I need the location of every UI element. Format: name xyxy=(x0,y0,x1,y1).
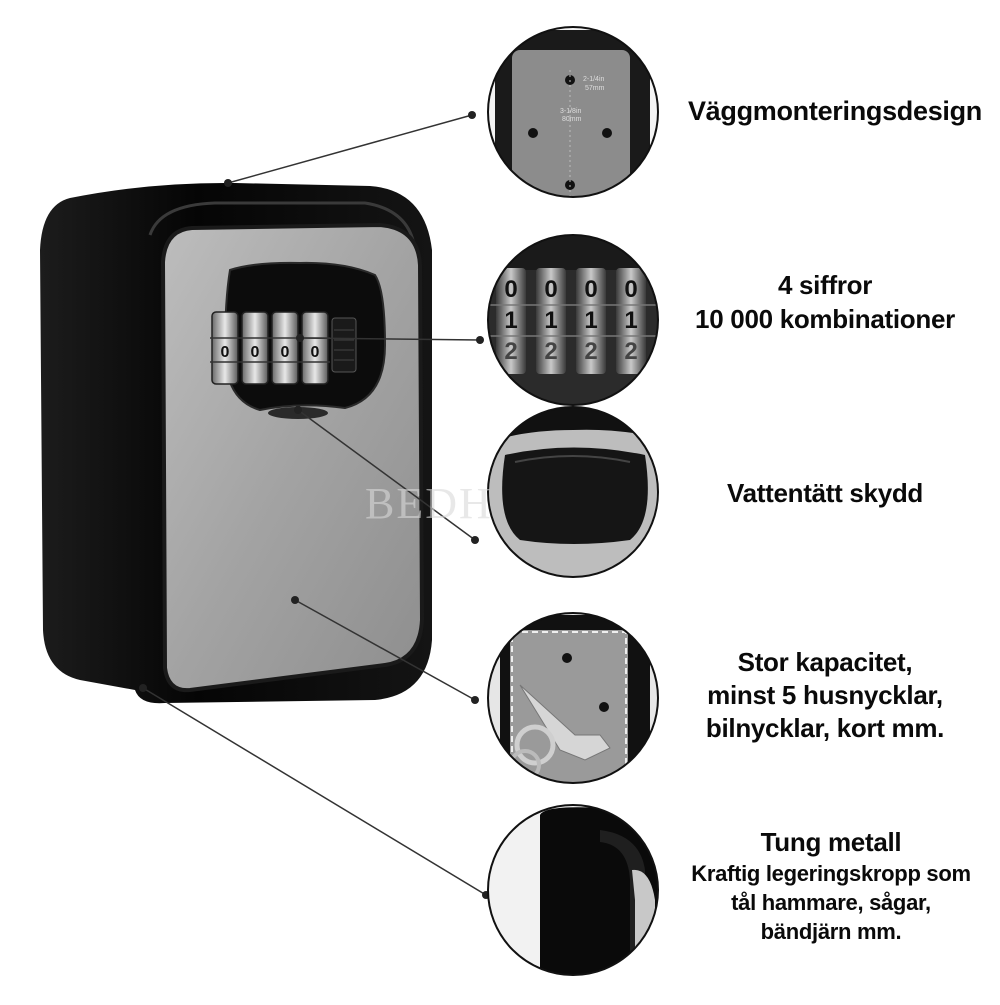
feature-wall-mount-text: Väggmonteringsdesign xyxy=(680,94,990,128)
dial-digit[interactable]: 0 xyxy=(281,344,290,361)
dimension-label: 80mm xyxy=(562,116,582,123)
closeup-dials: 0 0 0 0 1 1 1 1 2 2 2 2 xyxy=(487,234,659,406)
feature-line: Kraftig legeringskropp som xyxy=(691,861,971,886)
watermark: BEDH xyxy=(365,479,493,528)
dimension-label: 57mm xyxy=(585,85,605,92)
closeup-wall-mount: 2-1/4in 57mm 3-1/8in 80mm xyxy=(487,26,659,198)
closeup-wheel xyxy=(496,268,646,374)
dimension-label: 2-1/4in xyxy=(583,76,605,83)
closeup-digit: 2 xyxy=(544,338,557,365)
feature-line: minst 5 husnycklar, xyxy=(707,680,943,710)
feature-metal-text: Tung metall Kraftig legeringskropp som t… xyxy=(672,826,990,946)
dial-digit[interactable]: 0 xyxy=(221,344,230,361)
leader-dots xyxy=(139,111,490,899)
feature-line: tål hammare, sågar, xyxy=(731,890,931,915)
closeup-digit: 0 xyxy=(544,276,557,303)
closeup-digit: 1 xyxy=(624,307,637,334)
feature-line: bilnycklar, kort mm. xyxy=(705,713,945,743)
feature-title: Tung metall xyxy=(760,827,902,857)
lock-body-rim-highlight xyxy=(148,201,417,251)
feature-title: 4 siffror xyxy=(777,270,873,300)
dial-wheels: 0 0 0 0 xyxy=(210,311,330,385)
closeup-digit: 2 xyxy=(504,338,517,365)
feature-line: 10 000 kombinationer xyxy=(695,304,955,334)
feature-waterproof-text: Vattentätt skydd xyxy=(680,476,970,510)
closeup-digit: 1 xyxy=(544,307,557,334)
dial-digit[interactable]: 0 xyxy=(311,344,320,361)
closeup-digit: 0 xyxy=(624,276,637,303)
release-button[interactable] xyxy=(331,317,357,373)
closeup-digit: 0 xyxy=(584,276,597,303)
feature-title: Vattentätt skydd xyxy=(726,478,924,508)
feature-title: Stor kapacitet, xyxy=(737,647,913,677)
feature-digits-text: 4 siffror 10 000 kombinationer xyxy=(675,268,975,336)
feature-line: bändjärn mm. xyxy=(760,919,902,944)
leader-lines xyxy=(142,114,487,896)
key-lock-box: 0 0 0 0 xyxy=(40,182,432,704)
closeup-digit: 1 xyxy=(504,307,517,334)
feature-title: Väggmonteringsdesign xyxy=(687,96,983,126)
closeup-digit: 0 xyxy=(504,276,517,303)
closeup-metal xyxy=(487,804,659,976)
dial-digit[interactable]: 0 xyxy=(251,344,260,361)
closeup-digit: 1 xyxy=(584,307,597,334)
closeup-waterproof xyxy=(487,406,659,578)
feature-capacity-text: Stor kapacitet, minst 5 husnycklar, biln… xyxy=(675,646,975,745)
dimension-label: 3-1/8in xyxy=(560,108,582,115)
closeup-capacity xyxy=(487,612,659,784)
closeup-digit: 2 xyxy=(624,338,637,365)
closeup-digit: 2 xyxy=(584,338,597,365)
